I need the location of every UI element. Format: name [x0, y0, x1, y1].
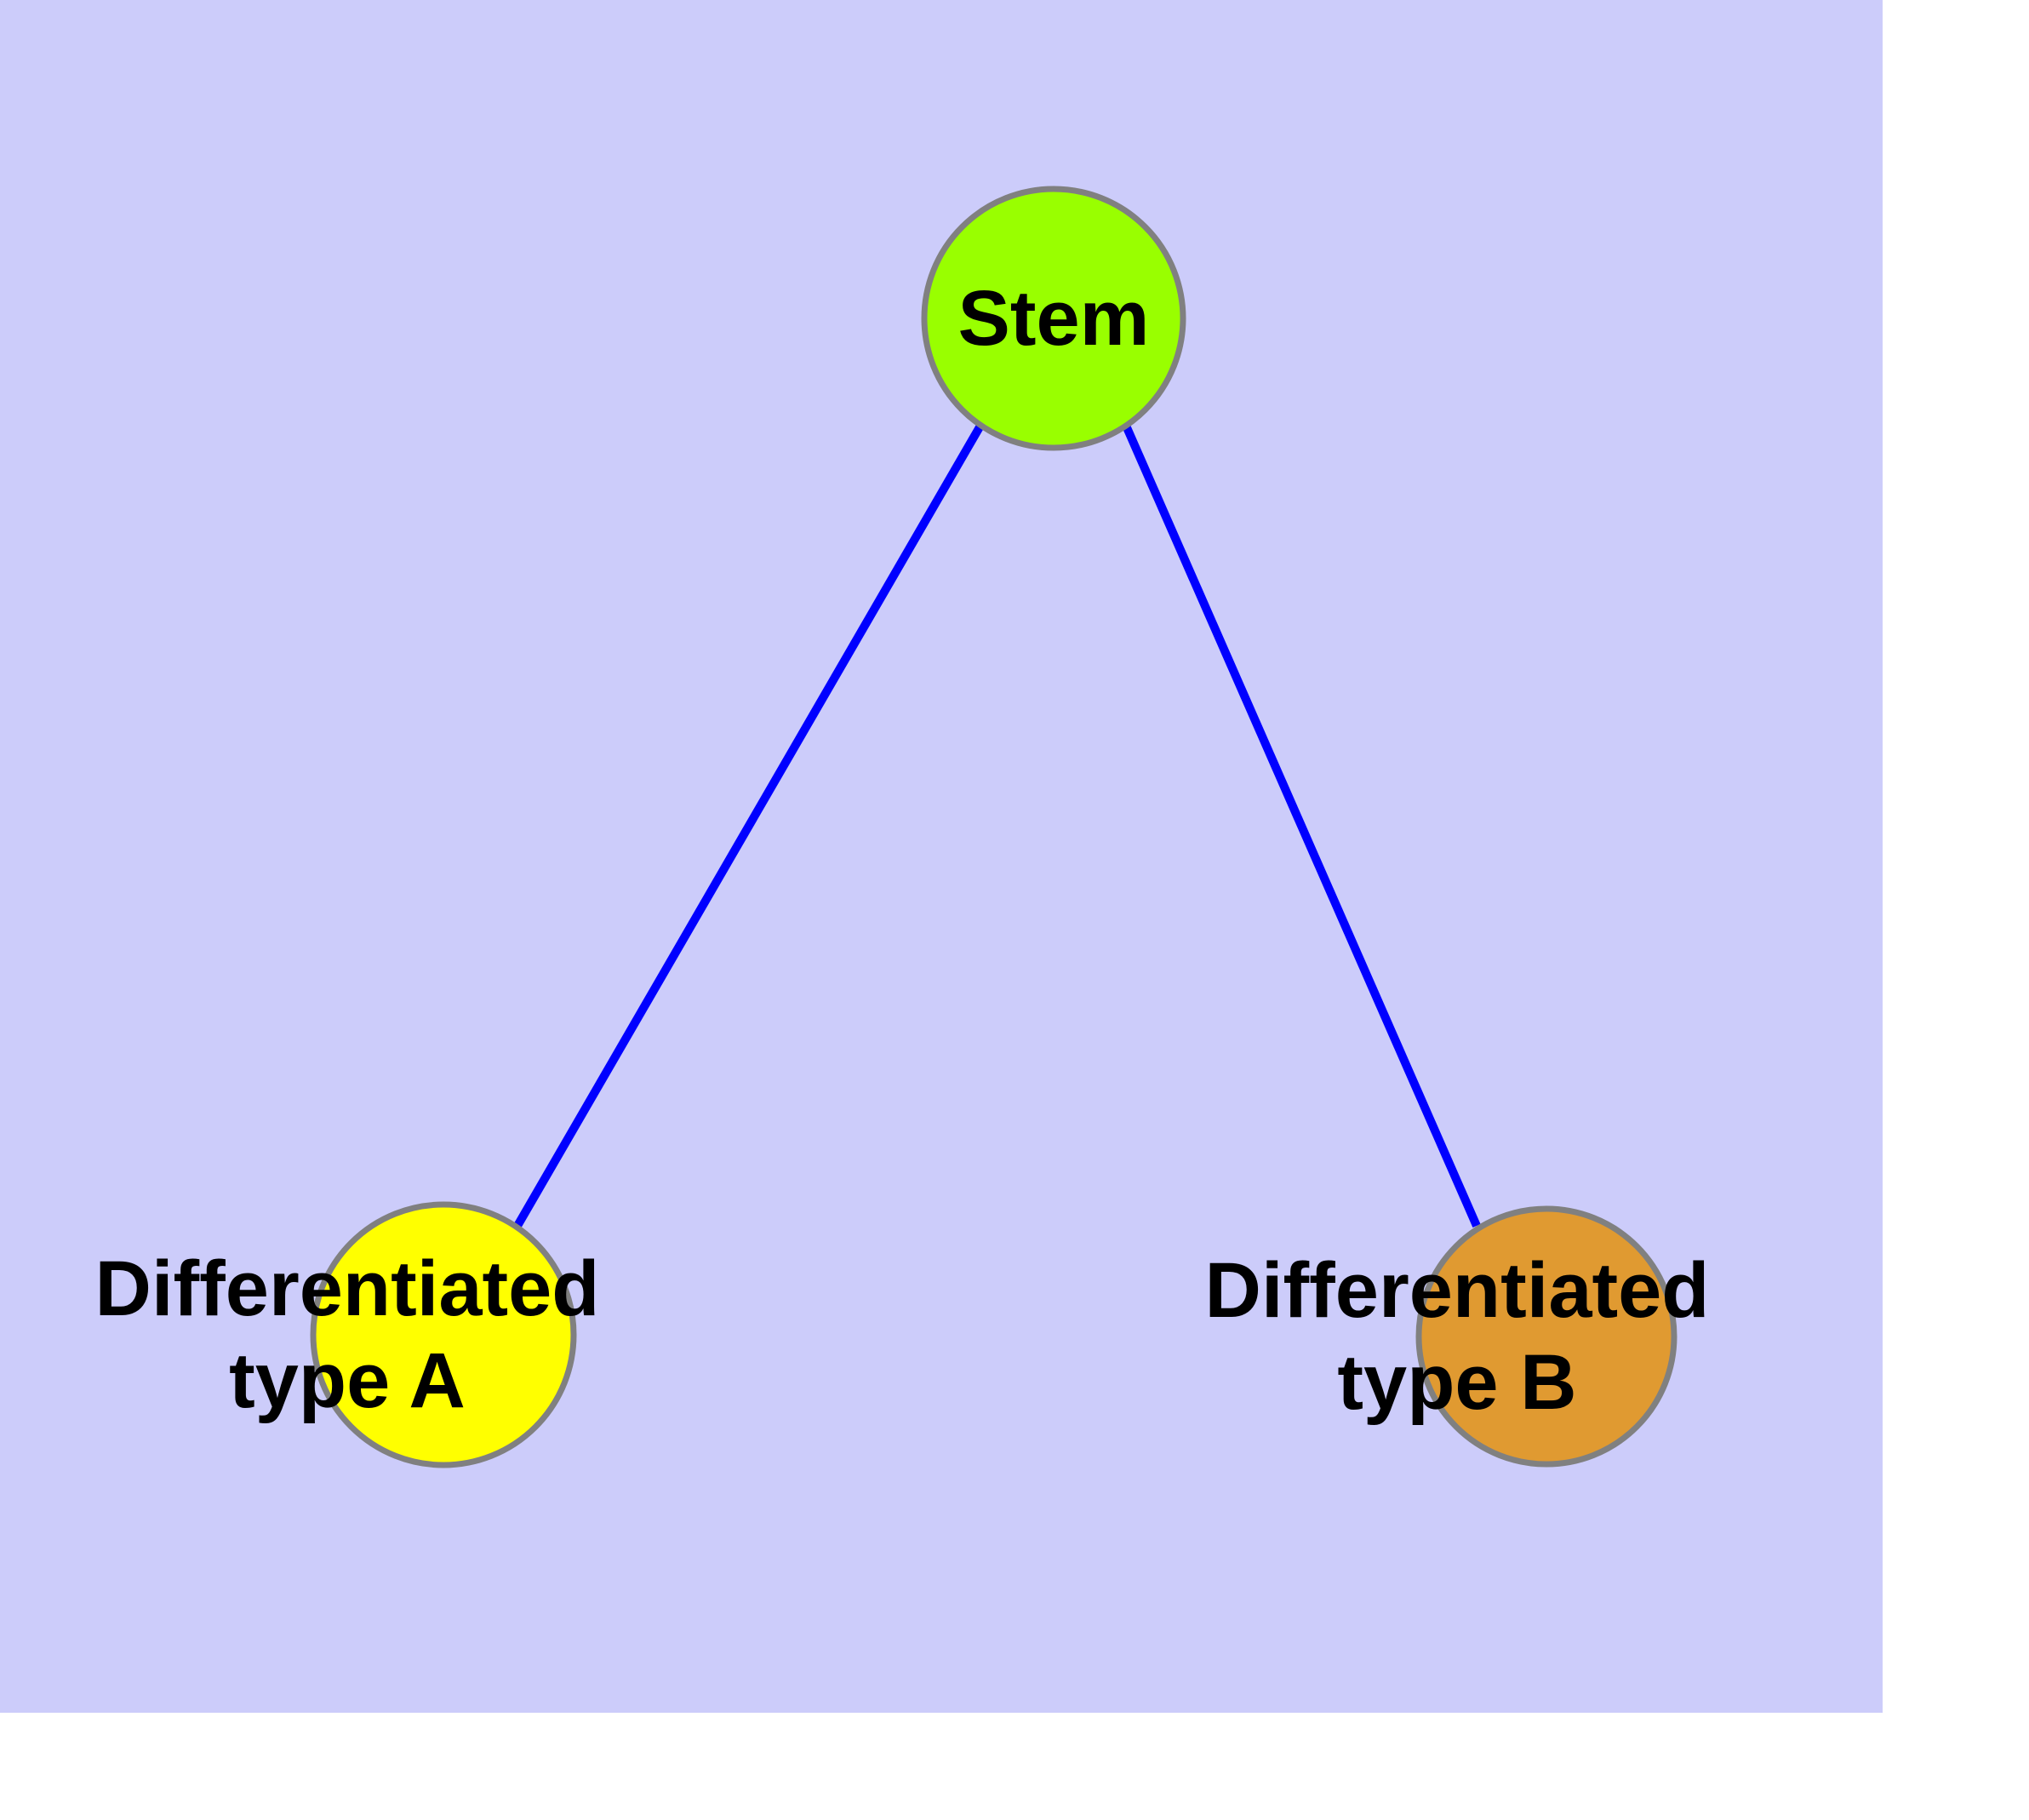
- node-differentiated-type-a-circle[interactable]: [310, 1201, 577, 1468]
- edge-layer: [513, 423, 1481, 1228]
- node-stem-label-line-1: Stem: [958, 275, 1150, 362]
- node-stem[interactable]: Stem: [921, 186, 1186, 451]
- node-differentiated-type-b-label-line-1: Differentiated: [1205, 1247, 1710, 1334]
- node-differentiated-type-a-label-line-2: type A: [229, 1337, 466, 1424]
- node-differentiated-type-b-circle[interactable]: [1415, 1205, 1677, 1468]
- node-differentiated-type-b[interactable]: Differentiated type B: [1205, 1205, 1710, 1468]
- node-differentiated-type-b-label-line-2: type B: [1337, 1339, 1576, 1426]
- edge-stem-diff-a[interactable]: [513, 423, 985, 1228]
- node-stem-circle[interactable]: [921, 186, 1186, 451]
- node-differentiated-type-a-label-line-1: Differentiated: [95, 1245, 600, 1332]
- edge-stem-diff-b[interactable]: [1122, 423, 1481, 1228]
- node-differentiated-type-a[interactable]: Differentiated type A: [95, 1201, 600, 1468]
